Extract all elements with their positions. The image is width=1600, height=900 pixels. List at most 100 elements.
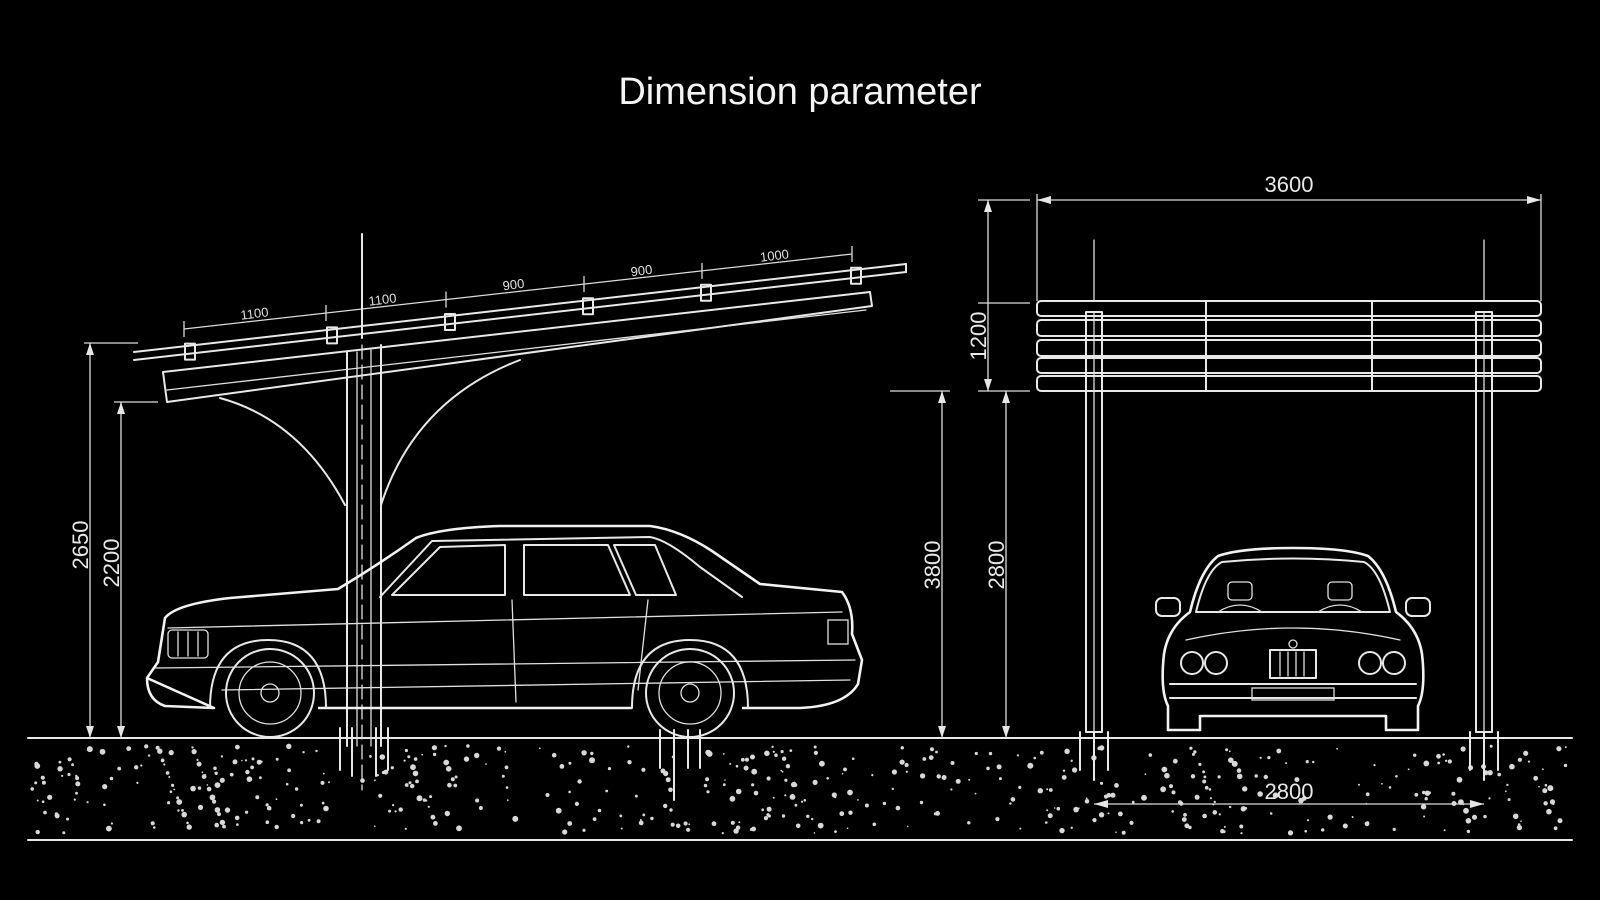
gravel-dot [1218, 813, 1221, 816]
gravel-dot [1422, 790, 1426, 795]
gravel-dot [722, 783, 726, 787]
gravel-dot [749, 828, 753, 831]
purlin-clip [326, 326, 338, 345]
gravel-dot [422, 798, 427, 802]
gravel-dot [1472, 814, 1477, 820]
gravel-dot [374, 779, 376, 782]
gravel-dot [627, 760, 632, 765]
gravel-dot [545, 793, 550, 797]
gravel-dot [766, 776, 771, 781]
gravel-dot [639, 819, 642, 821]
gravel-dot [834, 830, 837, 833]
gravel-dot [813, 832, 816, 834]
gravel-dot [1059, 827, 1065, 834]
tail-light [827, 619, 849, 645]
gravel-dot [1520, 820, 1522, 822]
gravel-dot [1424, 797, 1428, 801]
gravel-dot [1161, 766, 1168, 773]
gravel-dot [444, 810, 450, 817]
gravel-dot [568, 761, 572, 765]
gravel-dot [729, 795, 736, 802]
gravel-dot [1456, 776, 1463, 783]
panel-span-5: 1000 [759, 246, 790, 264]
gravel-dot [811, 817, 814, 821]
gravel-dot [220, 755, 224, 758]
gravel-dot [735, 788, 742, 795]
gravel-dot [1062, 769, 1066, 772]
gravel-dot [466, 744, 470, 748]
gravel-dot [58, 760, 62, 764]
gravel-dot [167, 801, 171, 805]
panel-span-1: 1100 [240, 304, 270, 322]
gravel-dot [1272, 792, 1279, 799]
gravel-dot [1263, 774, 1269, 780]
gravel-dot [1516, 824, 1523, 831]
gravel-dot [895, 805, 901, 811]
gravel-dot [40, 775, 45, 780]
gravel-dot [475, 798, 480, 803]
gravel-dot [721, 832, 724, 835]
gravel-dot [772, 750, 775, 753]
gravel-dot [670, 822, 675, 827]
gravel-dot [1084, 799, 1090, 804]
gravel-dot [675, 823, 681, 829]
gravel-dot [1070, 759, 1073, 762]
gravel-dot [1160, 786, 1166, 793]
gravel-dot [1533, 775, 1539, 781]
gravel-dot [1056, 806, 1061, 811]
gravel-dot [415, 779, 419, 784]
gravel-dot [191, 746, 194, 749]
panel-span-2: 1100 [368, 290, 398, 308]
gravel-dot [394, 810, 397, 813]
gravel-dot [168, 750, 174, 756]
gravel-dot [246, 776, 253, 782]
gravel-dot [259, 776, 262, 780]
side-roof [133, 263, 907, 506]
gravel-dot [316, 819, 321, 824]
gravel-dot [794, 803, 798, 807]
panel-span-3: 900 [502, 276, 525, 294]
gravel-dot [430, 814, 436, 820]
side-post [339, 233, 389, 791]
gravel-dot [743, 765, 749, 771]
gravel-dot [1423, 815, 1426, 818]
gravel-dot [955, 778, 961, 784]
gravel-dot [900, 746, 904, 750]
gravel-dot [780, 750, 784, 754]
gravel-dot [286, 743, 292, 749]
gravel-dot [789, 794, 796, 800]
gravel-dot [1019, 827, 1022, 830]
gravel-dot [1285, 762, 1288, 765]
gravel-dot [582, 828, 586, 832]
gravel-dot [627, 745, 630, 748]
panel-dimension-chain: 1100 1100 900 900 1000 [183, 246, 853, 337]
windshield [1195, 557, 1391, 613]
gravel-dot [1443, 829, 1446, 832]
gravel-dot [1202, 813, 1207, 819]
gravel-dot [1466, 829, 1471, 834]
gravel-dot [1189, 746, 1193, 750]
gravel-dot [1465, 818, 1472, 824]
gravel-dot [1225, 748, 1229, 752]
gravel-dot [766, 813, 770, 817]
front-window [391, 544, 506, 596]
roof-1200-dimension: 1200 [966, 199, 1030, 392]
top-rail-lower [133, 271, 907, 361]
width-3600-dimension: 3600 [1036, 172, 1542, 301]
gravel-dot [905, 770, 908, 773]
gravel-dot [941, 775, 947, 780]
gravel-dot [1304, 829, 1307, 833]
gravel-dot [936, 774, 941, 779]
gravel-dot [376, 774, 379, 777]
gravel-dot [1269, 812, 1273, 815]
gravel-dot [766, 806, 772, 812]
gravel-dot [217, 812, 221, 817]
gravel-dot [1193, 750, 1197, 754]
gravel-dot [256, 759, 262, 765]
gravel-dot [245, 810, 249, 814]
gravel-dot [574, 801, 580, 807]
purlin-clip [582, 297, 594, 316]
gravel-dot [255, 795, 260, 800]
gravel-dot [67, 772, 71, 777]
gravel-dot [663, 770, 669, 777]
